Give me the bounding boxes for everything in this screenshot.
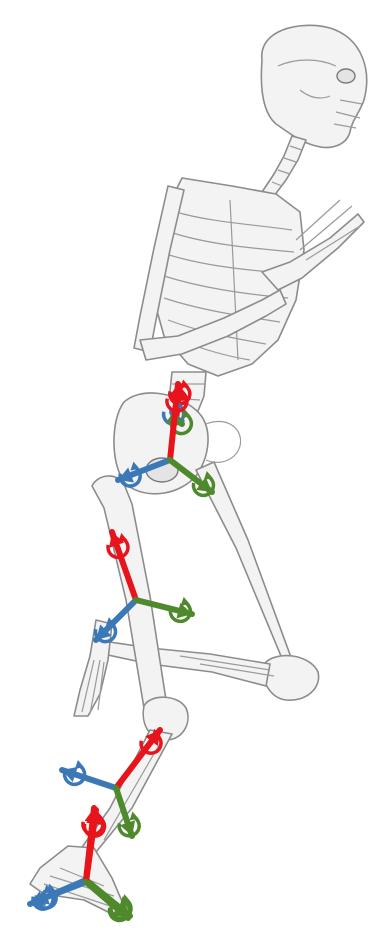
skull [261, 25, 366, 147]
cervical-spine [262, 136, 306, 196]
